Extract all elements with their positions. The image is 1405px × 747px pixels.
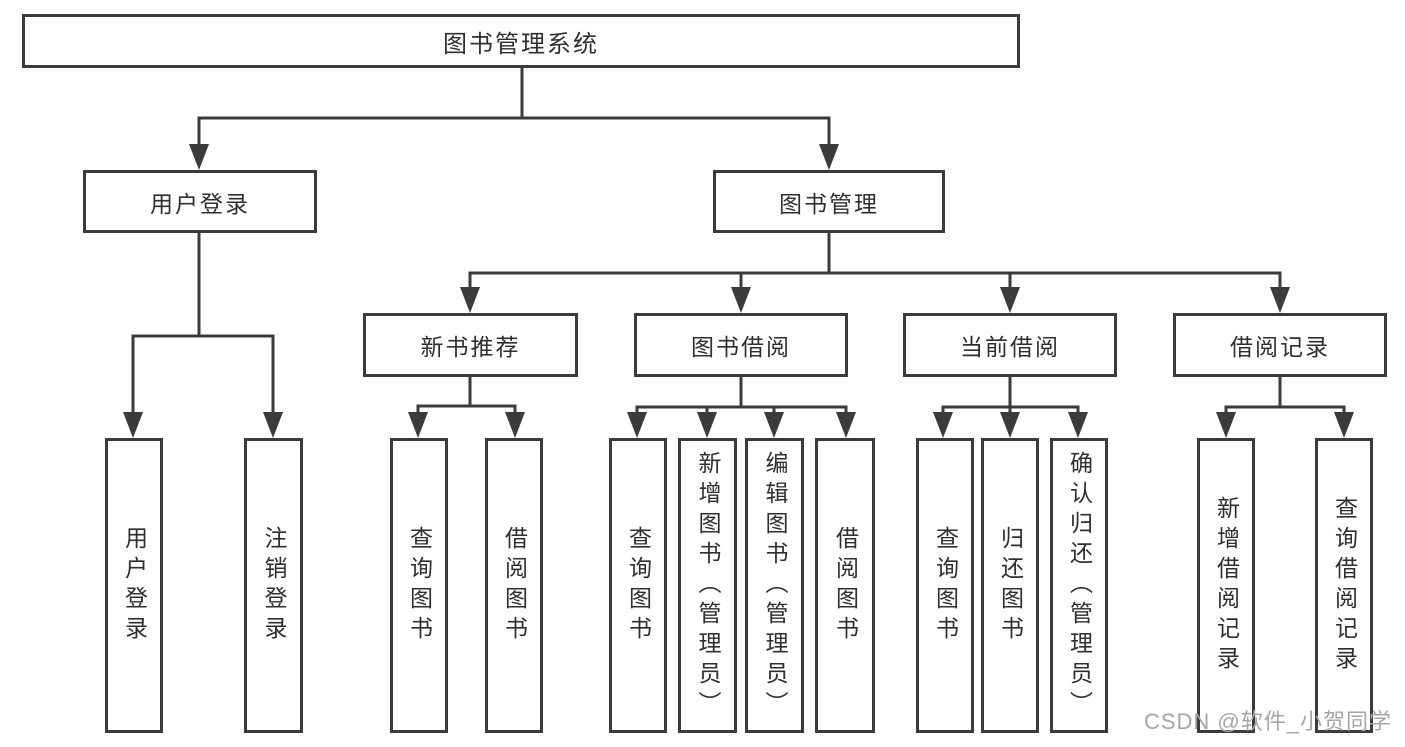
node-label: 新书推荐 — [420, 334, 521, 360]
leaf-borrow-books-recommend: 借阅图书 — [485, 438, 543, 733]
node-current-borrowing: 当前借阅 — [903, 313, 1117, 377]
node-book-borrowing: 图书借阅 — [634, 313, 848, 377]
node-label: 图书管理系统 — [443, 30, 599, 58]
node-new-book-recommend: 新书推荐 — [363, 313, 578, 377]
leaf-label: 编辑图书（管理员） — [762, 450, 788, 721]
leaf-label: 查询借阅记录 — [1331, 495, 1358, 676]
leaf-user-login: 用户登录 — [105, 438, 163, 733]
leaf-label: 查询图书 — [406, 525, 433, 646]
leaf-edit-books-admin: 编辑图书（管理员） — [745, 438, 804, 733]
leaf-query-books-borrow: 查询图书 — [609, 438, 667, 733]
node-label: 用户登录 — [150, 190, 250, 217]
node-library-management-system: 图书管理系统 — [22, 14, 1020, 68]
node-label: 当前借阅 — [960, 334, 1060, 360]
node-user-login-branch: 用户登录 — [83, 170, 317, 233]
leaf-label: 借阅图书 — [832, 525, 859, 646]
leaf-label: 新增借阅记录 — [1213, 495, 1240, 676]
leaf-query-borrow-record: 查询借阅记录 — [1315, 438, 1373, 733]
leaf-borrow-books: 借阅图书 — [815, 438, 875, 733]
leaf-label: 借阅图书 — [501, 525, 528, 646]
leaf-return-books: 归还图书 — [981, 438, 1039, 733]
leaf-add-books-admin: 新增图书（管理员） — [678, 438, 737, 733]
leaf-label: 新增图书（管理员） — [695, 450, 721, 721]
node-label: 图书管理 — [779, 190, 879, 217]
node-label: 借阅记录 — [1230, 334, 1330, 360]
leaf-query-books-current: 查询图书 — [916, 438, 974, 733]
node-label: 图书借阅 — [691, 334, 791, 360]
csdn-watermark: CSDN @软件_小贺同学 — [1143, 709, 1392, 734]
leaf-confirm-return-admin: 确认归还（管理员） — [1050, 438, 1108, 733]
leaf-label: 确认归还（管理员） — [1066, 450, 1093, 721]
leaf-label: 查询图书 — [625, 525, 652, 646]
node-book-management-branch: 图书管理 — [713, 170, 945, 233]
leaf-label: 用户登录 — [121, 525, 148, 646]
leaf-label: 归还图书 — [997, 525, 1024, 646]
leaf-label: 注销登录 — [261, 525, 287, 646]
leaf-label: 查询图书 — [932, 525, 959, 646]
leaf-query-books-recommend: 查询图书 — [390, 438, 448, 733]
leaf-logout: 注销登录 — [244, 438, 303, 733]
leaf-add-borrow-record: 新增借阅记录 — [1197, 438, 1255, 733]
node-borrowing-records: 借阅记录 — [1173, 313, 1387, 377]
